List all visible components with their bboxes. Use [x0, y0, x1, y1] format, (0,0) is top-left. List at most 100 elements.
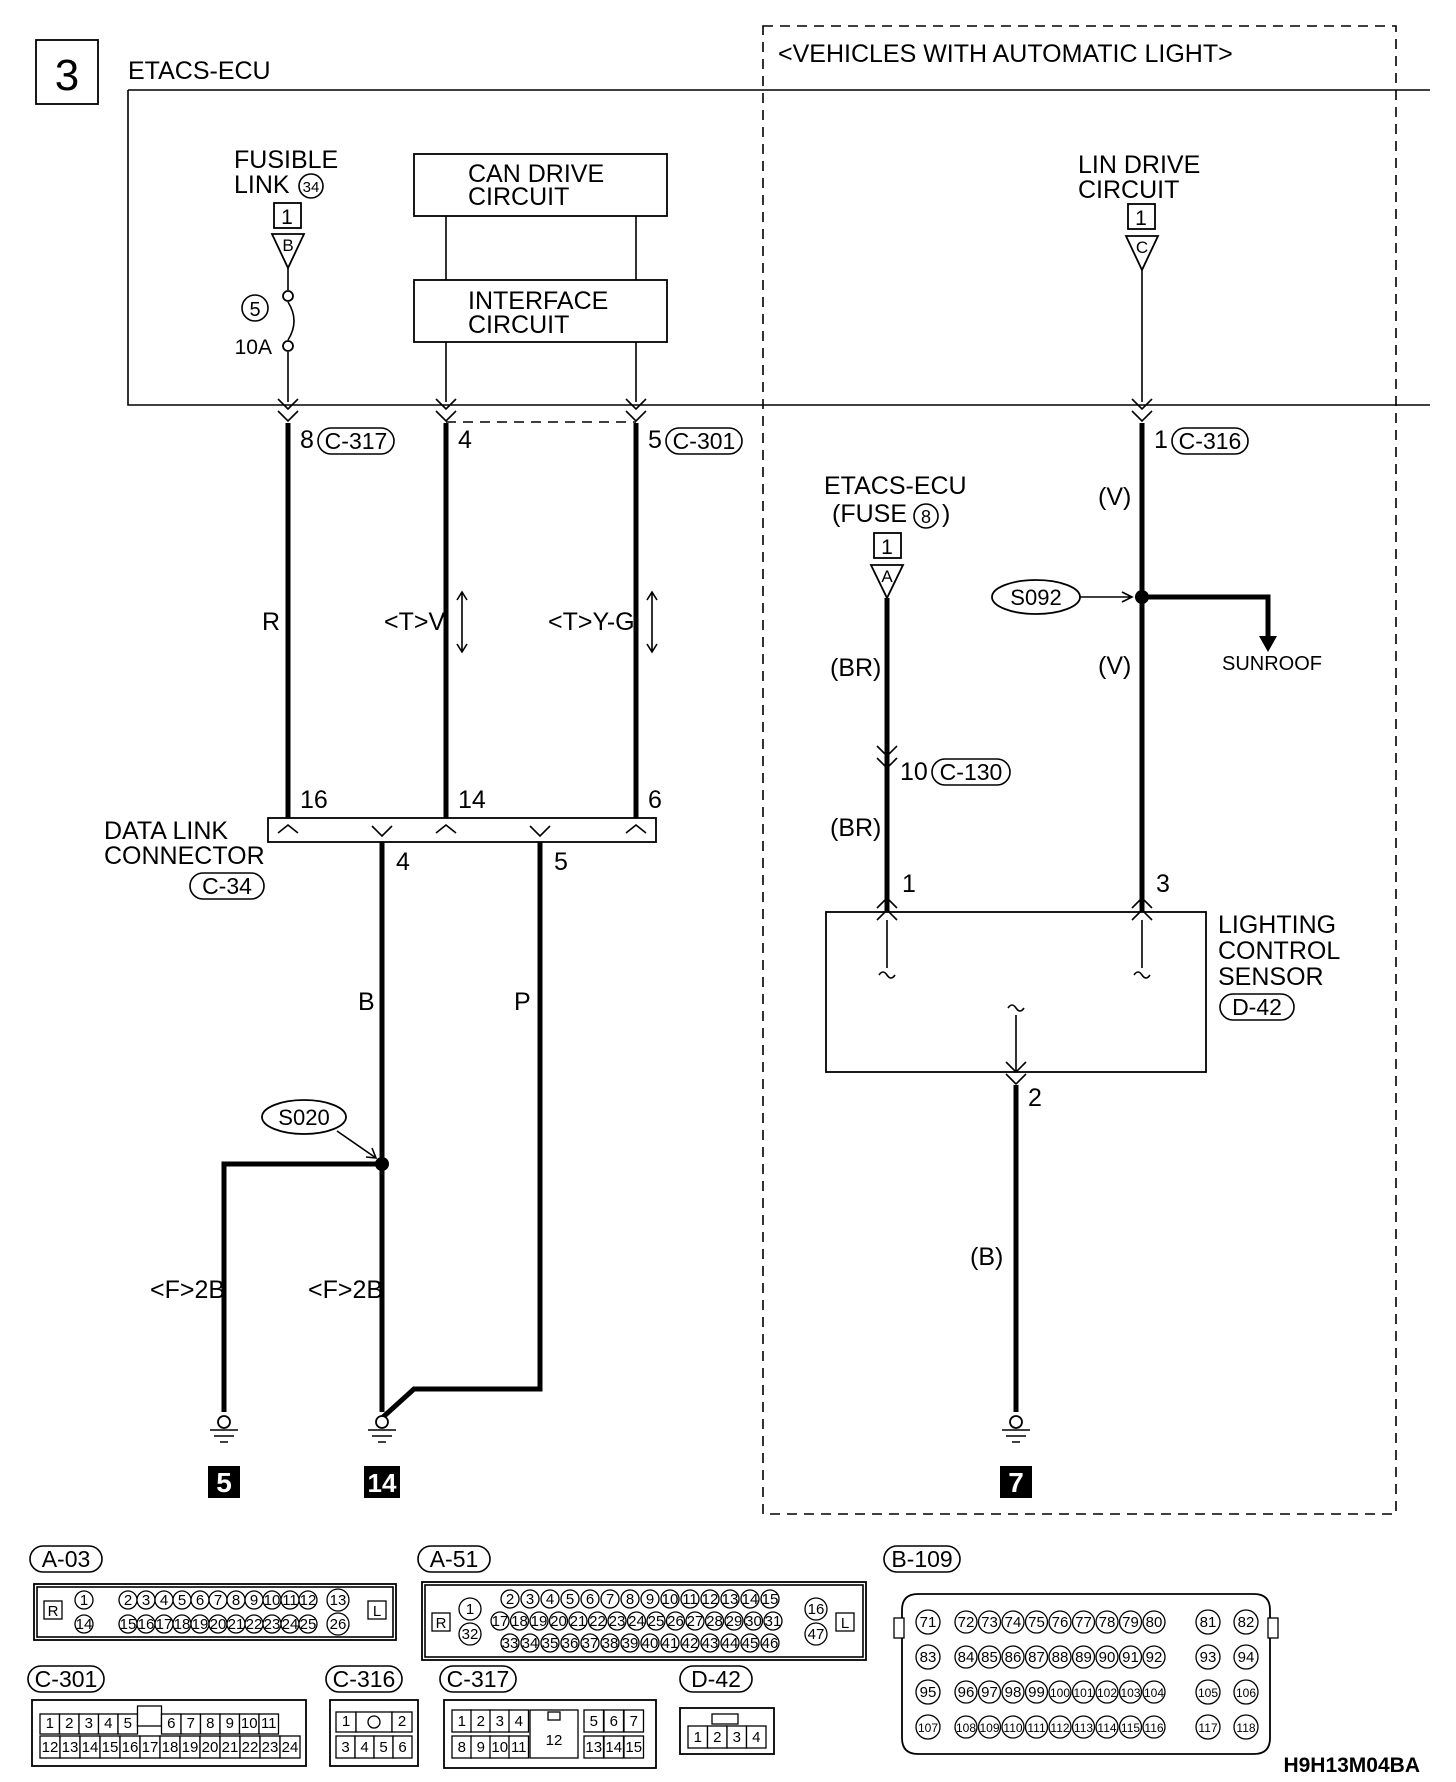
dlc-pin-4: 4: [396, 848, 410, 876]
c301-pin-15: 15: [102, 1739, 119, 1756]
b109-pin-111-circle: [1024, 1715, 1049, 1739]
b109-pin-96: 96: [958, 1684, 975, 1701]
sunroof-label: SUNROOF: [1222, 653, 1322, 675]
b109-pin-81-circle: [1195, 1609, 1221, 1635]
b109-pin-102-circle: [1095, 1680, 1119, 1704]
a03-pin-9: 9: [250, 1592, 258, 1609]
a51-pin-8-circle: [620, 1589, 640, 1609]
c301-pin-17: 17: [142, 1739, 159, 1756]
a51-pin-18: 18: [511, 1613, 528, 1630]
a03-pin-1: 1: [80, 1592, 88, 1609]
c301-view-code-frame: [27, 1665, 105, 1693]
b109-pin-106: 106: [1236, 1686, 1256, 1700]
b109-pin-100: 100: [1050, 1686, 1070, 1700]
a51-pin-13-circle: [720, 1589, 740, 1609]
page-number-box: [35, 39, 99, 105]
fuse-terminal-bottom: [282, 340, 294, 352]
a51-pin-42-circle: [680, 1633, 700, 1653]
d42-view-code-frame: [679, 1665, 753, 1693]
a51-pin-30: 30: [745, 1613, 762, 1630]
a51-pin-10: 10: [662, 1591, 679, 1608]
c301-pin-5: 5: [124, 1715, 132, 1732]
a51-pin-13: 13: [722, 1591, 739, 1608]
a51-pin-35: 35: [542, 1635, 559, 1652]
dlc-body: [267, 817, 657, 843]
splice-s020-tag: [261, 1099, 347, 1135]
a51-pin-31: 31: [765, 1613, 782, 1630]
b109-pin-76-circle: [1048, 1610, 1072, 1634]
a51-pin-23-circle: [607, 1611, 627, 1631]
a51-pin-1-circle: [458, 1597, 482, 1621]
c317-pin-11: 11: [511, 1739, 527, 1756]
sensor-pin2-internal: [1007, 1004, 1025, 1072]
a03-right: L: [373, 1603, 381, 1620]
a03-code-frame: [29, 1545, 103, 1573]
a03-pin-3: 3: [142, 1592, 150, 1609]
b109-pin-75-circle: [1024, 1610, 1049, 1634]
b109-pin-84: 84: [958, 1649, 975, 1666]
d42-pin-2: 2: [713, 1729, 721, 1746]
lin-drive-label-2: CIRCUIT: [1078, 176, 1179, 204]
b109-pin-86-circle: [1001, 1645, 1025, 1669]
b109-pin-87-circle: [1024, 1645, 1049, 1669]
a51-pin-34-circle: [520, 1633, 540, 1653]
lin-drive-terminal-triangle: [1124, 235, 1160, 273]
a51-pin-38-circle: [600, 1633, 620, 1653]
a51-pin-7-circle: [600, 1589, 620, 1609]
a51-pin-3-circle: [520, 1589, 540, 1609]
interface-label-2: CIRCUIT: [468, 311, 569, 339]
wire-color-br-top: (BR): [830, 654, 881, 682]
a03-left: R: [48, 1603, 59, 1620]
b109-pin-116: 116: [1144, 1721, 1163, 1735]
bidirectional-arrow-tyg: [646, 590, 658, 654]
wire-color-br-bottom: (BR): [830, 814, 881, 842]
a51-left: R: [436, 1615, 447, 1632]
b109-pin-78: 78: [1099, 1614, 1116, 1631]
a03-pin-25-circle: [298, 1614, 318, 1634]
b109-pin-96-circle: [954, 1680, 978, 1704]
a03-pin-23: 23: [264, 1616, 281, 1633]
b109-pin-112-circle: [1048, 1715, 1072, 1739]
a51-inner: [424, 1584, 864, 1658]
etacs-fuse-suffix: ): [942, 500, 950, 528]
b109-pin-75: 75: [1028, 1614, 1045, 1631]
a51-pin-39: 39: [622, 1635, 639, 1652]
b109-pin-104-circle: [1142, 1680, 1166, 1704]
a03-pin-24: 24: [282, 1616, 299, 1633]
a51-pin-16-circle: [804, 1597, 828, 1621]
a03-pin-26-circle: [326, 1612, 350, 1636]
sensor-pin-3: 3: [1156, 870, 1170, 898]
b109-pin-71-circle: [915, 1609, 941, 1635]
sensor-pin-2: 2: [1028, 1084, 1042, 1112]
fuse-terminal-top: [282, 290, 294, 302]
ecu-c301-code: C-301: [673, 428, 736, 454]
a51-pin-28-circle: [704, 1611, 725, 1631]
b109-pin-114: 114: [1097, 1721, 1116, 1735]
sensor-code-frame: [1219, 993, 1295, 1021]
a51-pin-6: 6: [586, 1591, 594, 1608]
b109-pin-105-circle: [1195, 1679, 1221, 1705]
a51-pin-46: 46: [762, 1635, 779, 1652]
arrow-pin4: [435, 398, 457, 423]
c317-pin-8: 8: [458, 1739, 466, 1756]
a03-left-key: [43, 1600, 63, 1620]
c317-pin-2: 2: [477, 1713, 485, 1730]
ground-14-number: 14: [368, 1468, 397, 1498]
ecu-pin-5: 5: [648, 426, 662, 454]
dlc-pin-6: 6: [648, 786, 662, 814]
a51-pin-22-circle: [587, 1611, 608, 1631]
b109-pin-116-circle: [1142, 1715, 1166, 1739]
dlc-pin-16: 16: [300, 786, 328, 814]
b109-pin-73-circle: [977, 1610, 1002, 1634]
a03-pin-5: 5: [178, 1592, 186, 1609]
b109-pin-95-circle: [915, 1679, 941, 1705]
c301-pin-14: 14: [82, 1739, 99, 1756]
c317-latch: [547, 1711, 561, 1721]
c317-code-frame: [317, 427, 395, 455]
a51-pin-15-circle: [760, 1589, 780, 1609]
a51-pin-45: 45: [742, 1635, 759, 1652]
b109-pin-89: 89: [1075, 1649, 1092, 1666]
c301-code-frame: [665, 427, 743, 455]
